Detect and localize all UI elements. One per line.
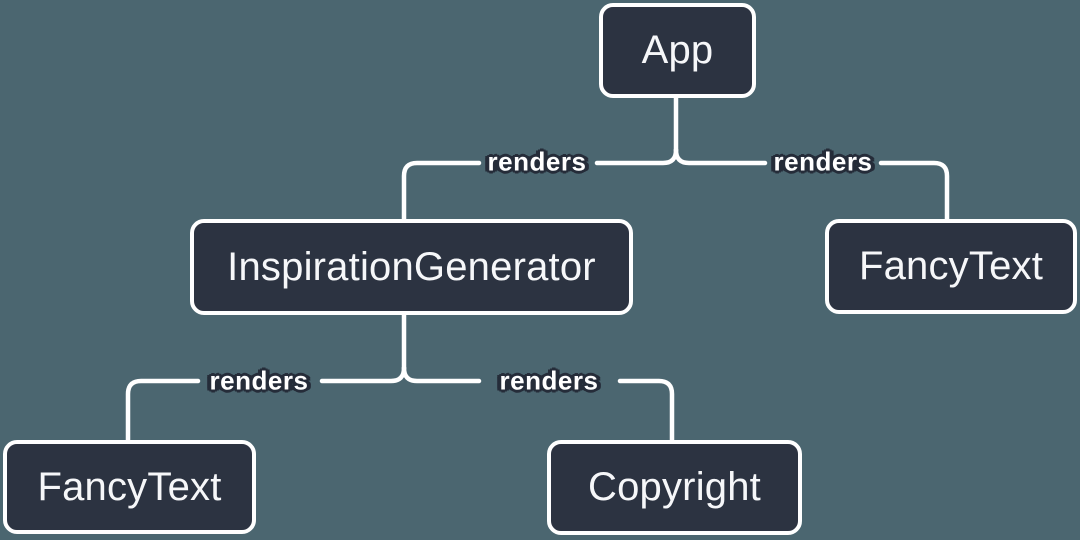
edge-path-ig-right-a [401, 365, 482, 384]
edge-label-app-inspiration-generator: renders [487, 146, 587, 177]
node-fancy-text-left: FancyText [3, 440, 256, 534]
edge-path-ig-left-a [319, 365, 407, 384]
node-app-label: App [641, 28, 714, 72]
edge-label-ig-copyright: renders [499, 365, 599, 396]
edge-path-app-left-b [401, 160, 482, 222]
edge-path-app-right-b [878, 160, 950, 222]
edge-path-app-right-a [673, 147, 768, 166]
edge-label-ig-fancy-text: renders [209, 365, 309, 396]
edge-path-app-left-a [594, 147, 679, 166]
node-fancy-text-right-label: FancyText [858, 244, 1044, 288]
node-app: App [599, 3, 756, 98]
node-copyright-label: Copyright [588, 465, 761, 509]
node-inspiration-generator-label: InspirationGenerator [227, 244, 596, 289]
node-copyright: Copyright [547, 440, 802, 535]
edge-label-app-fancy-text: renders [773, 146, 873, 177]
node-fancy-text-left-label: FancyText [37, 464, 222, 509]
edge-path-ig-left-b [125, 378, 201, 443]
node-inspiration-generator: InspirationGenerator [190, 219, 633, 315]
node-fancy-text-right: FancyText [825, 219, 1077, 314]
edge-path-ig-right-b [617, 378, 675, 443]
